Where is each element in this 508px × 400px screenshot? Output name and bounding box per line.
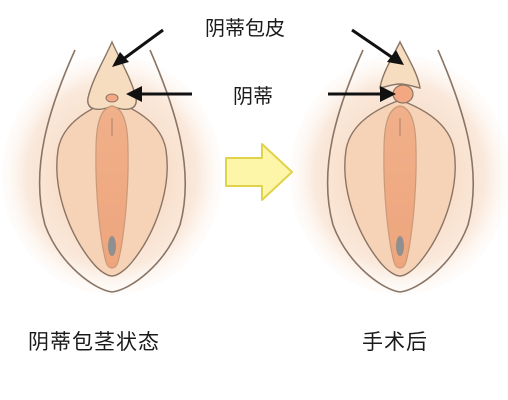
label-clitoris: 阴蒂 (233, 84, 273, 108)
caption-after: 手术后 (362, 330, 428, 354)
before-labia-majora (38, 49, 187, 293)
before-clitoris (105, 93, 119, 103)
pointer-arrows (112, 28, 404, 102)
before-illustration (2, 40, 222, 295)
after-illustration (290, 40, 508, 295)
after-labia-majora (326, 49, 475, 293)
after-clitoral-hood (379, 40, 421, 89)
before-vaginal-opening (108, 236, 116, 256)
pointer-hood-left-head (112, 52, 129, 67)
pointer-hood-right (351, 28, 394, 60)
pointer-hood-right-head (387, 50, 404, 65)
pointer-hood-left (121, 28, 164, 62)
after-vaginal-opening (396, 236, 404, 256)
transition-arrow-icon (225, 143, 293, 201)
pointer-clit-left-head (126, 86, 142, 102)
label-clitoral-hood: 阴蒂包皮 (205, 16, 285, 40)
after-vestibule (383, 105, 417, 269)
before-vestibule (95, 105, 129, 269)
pointer-clit-right-head (380, 86, 396, 102)
caption-before: 阴蒂包茎状态 (28, 330, 160, 354)
